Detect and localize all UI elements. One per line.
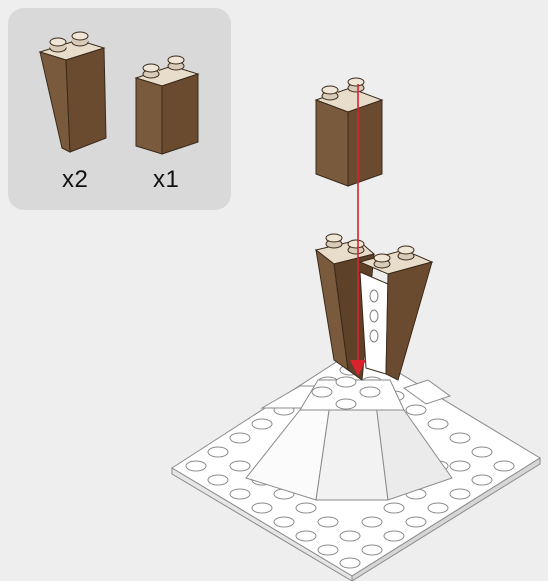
brown-slope-assembly — [316, 234, 432, 380]
new-brick-1x2x2 — [316, 78, 382, 186]
part-brick-1x2x2-icon — [136, 56, 198, 154]
base-model — [172, 348, 540, 581]
part-brick-quantity: x1 — [153, 166, 179, 194]
part-slope-quantity: x2 — [62, 166, 88, 194]
part-slope-brick-icon — [40, 32, 106, 152]
